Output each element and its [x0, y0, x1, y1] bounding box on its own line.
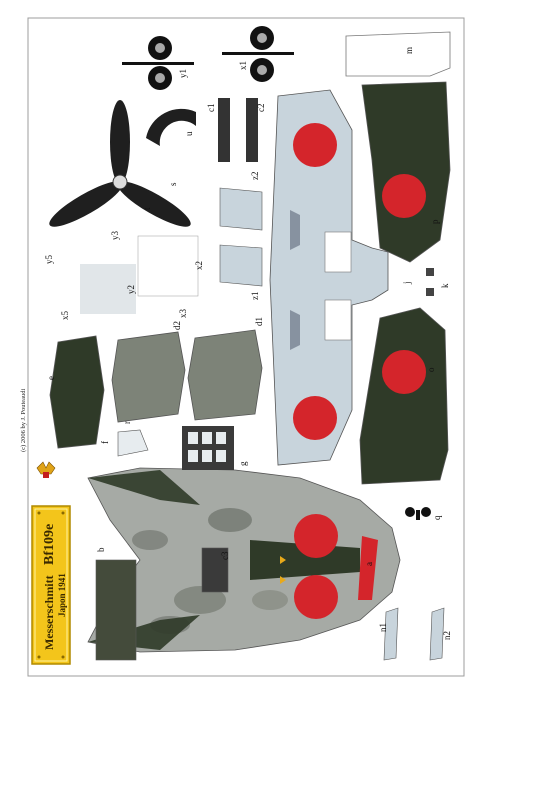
part-label-x3: x3: [178, 309, 188, 319]
part-label-n1: n1: [378, 623, 388, 632]
part-label-b: b: [96, 547, 106, 552]
part-label-e: e: [46, 376, 56, 380]
part-label-j: j: [402, 281, 412, 285]
part-g: [182, 426, 234, 470]
part-q: [405, 507, 431, 520]
title-prefix: Messerschmitt: [42, 575, 56, 650]
part-c1: [218, 98, 230, 162]
part-r: [117, 429, 149, 457]
part-n2: [429, 607, 445, 661]
part-label-x5: x5: [60, 311, 70, 321]
part-c2: [246, 98, 258, 162]
part-label-m: m: [404, 47, 414, 54]
part-x2-area: [137, 235, 199, 297]
part-j: [426, 288, 434, 296]
part-o: [359, 307, 449, 485]
part-label-f: f: [100, 441, 110, 444]
part-label-y2: y2: [126, 285, 136, 294]
eagle-emblem-icon: [36, 461, 56, 478]
part-label-u: u: [184, 131, 194, 136]
title-plate: Messerschmitt Bf109e Japon 1941: [31, 505, 71, 665]
part-label-s: s: [168, 182, 178, 186]
part-label-x2: x2: [194, 261, 204, 270]
wing-roundel-top: [293, 123, 337, 167]
part-label-p: p: [430, 219, 440, 224]
part-d2: [111, 331, 186, 423]
fuselage-roundel-bottom: [294, 575, 338, 619]
part-e: [49, 335, 105, 449]
copyright: (c) 2006 by J. Pouteaudi: [20, 388, 27, 452]
title-type: Bf109e: [42, 524, 57, 565]
wheel-icon: [122, 26, 294, 90]
part-u: [146, 108, 196, 146]
part-label-k: k: [440, 283, 450, 288]
fuselage-roundel-top: [294, 514, 338, 558]
part-label-r: r: [122, 421, 132, 424]
part-label-t: t: [142, 207, 152, 210]
part-label-n2: n2: [442, 631, 452, 640]
part-n1: [383, 607, 399, 661]
part-m: [345, 31, 451, 77]
part-label-c2: c2: [256, 104, 266, 113]
part-label-d2: d2: [172, 321, 182, 330]
subtitle: Japon 1941: [57, 573, 67, 617]
part-label-c1: c1: [206, 104, 216, 113]
part-labels: a b c1 c2 c3 d1 d2 e f g j k o p m n1 n2 q r s t u x1 x2 x3 x5 y1 y…: [44, 47, 452, 640]
part-label-a: a: [364, 562, 374, 566]
wing-part: [269, 89, 389, 466]
part-label-y1: y1: [178, 69, 188, 78]
part-label-y5: y5: [44, 255, 54, 265]
part-k: [426, 268, 434, 276]
part-p: [361, 81, 451, 263]
fuselage-part: [87, 467, 401, 653]
part-x5-y2-area: [80, 264, 136, 314]
part-label-x1: x1: [238, 61, 248, 70]
part-z1: [219, 244, 263, 287]
part-z2: [219, 187, 263, 231]
part-d1: [187, 329, 263, 421]
part-label-c3: c3: [220, 551, 230, 560]
part-label-z1: z1: [250, 292, 260, 301]
part-label-g: g: [238, 461, 248, 466]
part-b: [95, 559, 137, 661]
part-label-o: o: [426, 367, 436, 372]
part-label-z2: z2: [250, 172, 260, 181]
part-label-q: q: [432, 515, 442, 520]
part-label-y3: y3: [110, 231, 120, 241]
propeller-icon: [49, 100, 191, 227]
wing-roundel-bottom: [293, 396, 337, 440]
part-label-d1: d1: [254, 317, 264, 326]
part-c3: [201, 547, 229, 593]
